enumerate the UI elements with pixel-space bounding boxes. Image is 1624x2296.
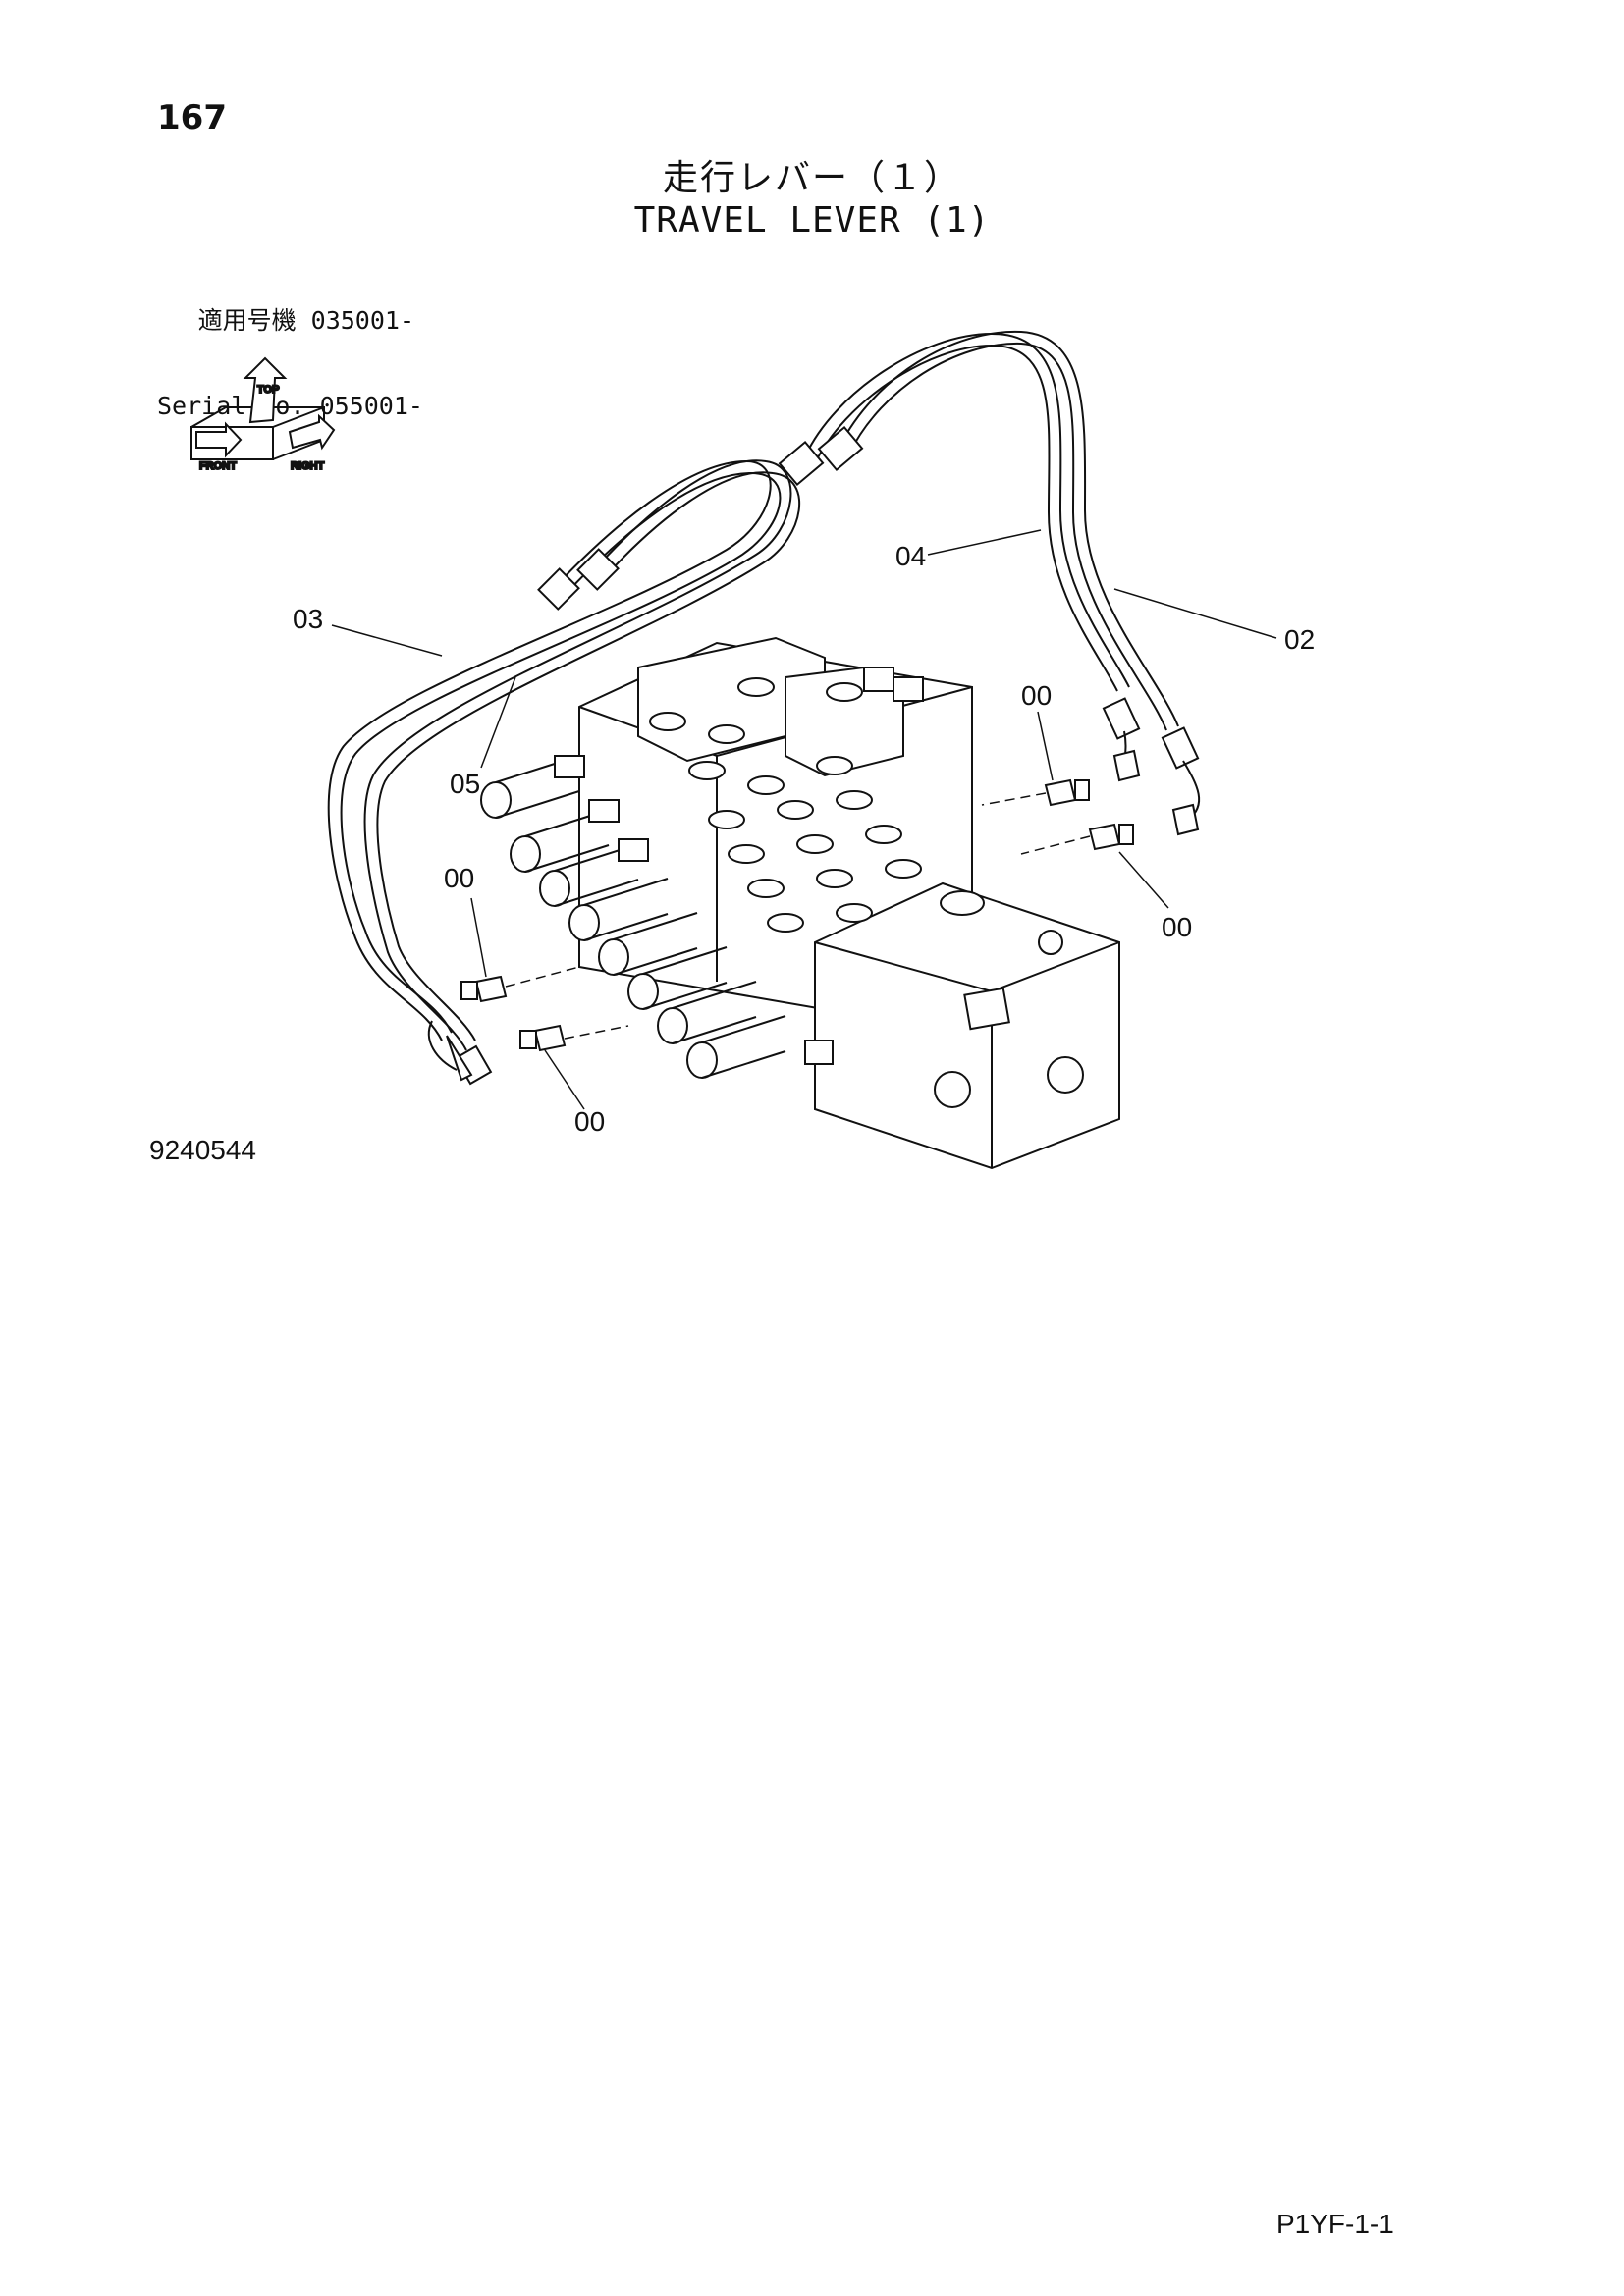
- callout-03: 03: [293, 604, 323, 634]
- figure-code: 9240544: [149, 1135, 257, 1165]
- callout-00-upper-right: 00: [1021, 680, 1052, 711]
- callout-00-lower-left: 00: [574, 1106, 605, 1137]
- callout-00-upper-left: 00: [444, 863, 474, 893]
- orientation-label-front: FRONT: [199, 460, 237, 472]
- title-japanese: 走行レバー（１）: [662, 158, 961, 198]
- orientation-label-right: RIGHT: [291, 460, 325, 472]
- title-english: TRAVEL LEVER (1): [633, 200, 991, 240]
- applicability-block: 適用号機 035001- Serial No. 055001-: [157, 249, 423, 449]
- callout-04: 04: [895, 541, 926, 571]
- hose-left-pair: [327, 459, 801, 1086]
- callout-02: 02: [1284, 624, 1315, 655]
- page-number: 167: [157, 98, 227, 137]
- applicability-jp-value: 035001-: [310, 306, 414, 335]
- orientation-label-top: TOP: [257, 384, 279, 396]
- callout-00-lower-right: 00: [1162, 912, 1192, 942]
- applicability-jp-label: 適用号機: [197, 306, 297, 335]
- orientation-icon: FRONT TOP RIGHT: [190, 356, 336, 473]
- control-valve-assembly: [480, 636, 1120, 1170]
- applicability-en-value: 055001-: [319, 392, 423, 420]
- hose-right-pair: [778, 330, 1201, 836]
- callout-05: 05: [450, 769, 480, 799]
- page-reference: P1YF-1-1: [1276, 2209, 1394, 2239]
- fittings: [460, 778, 1134, 1052]
